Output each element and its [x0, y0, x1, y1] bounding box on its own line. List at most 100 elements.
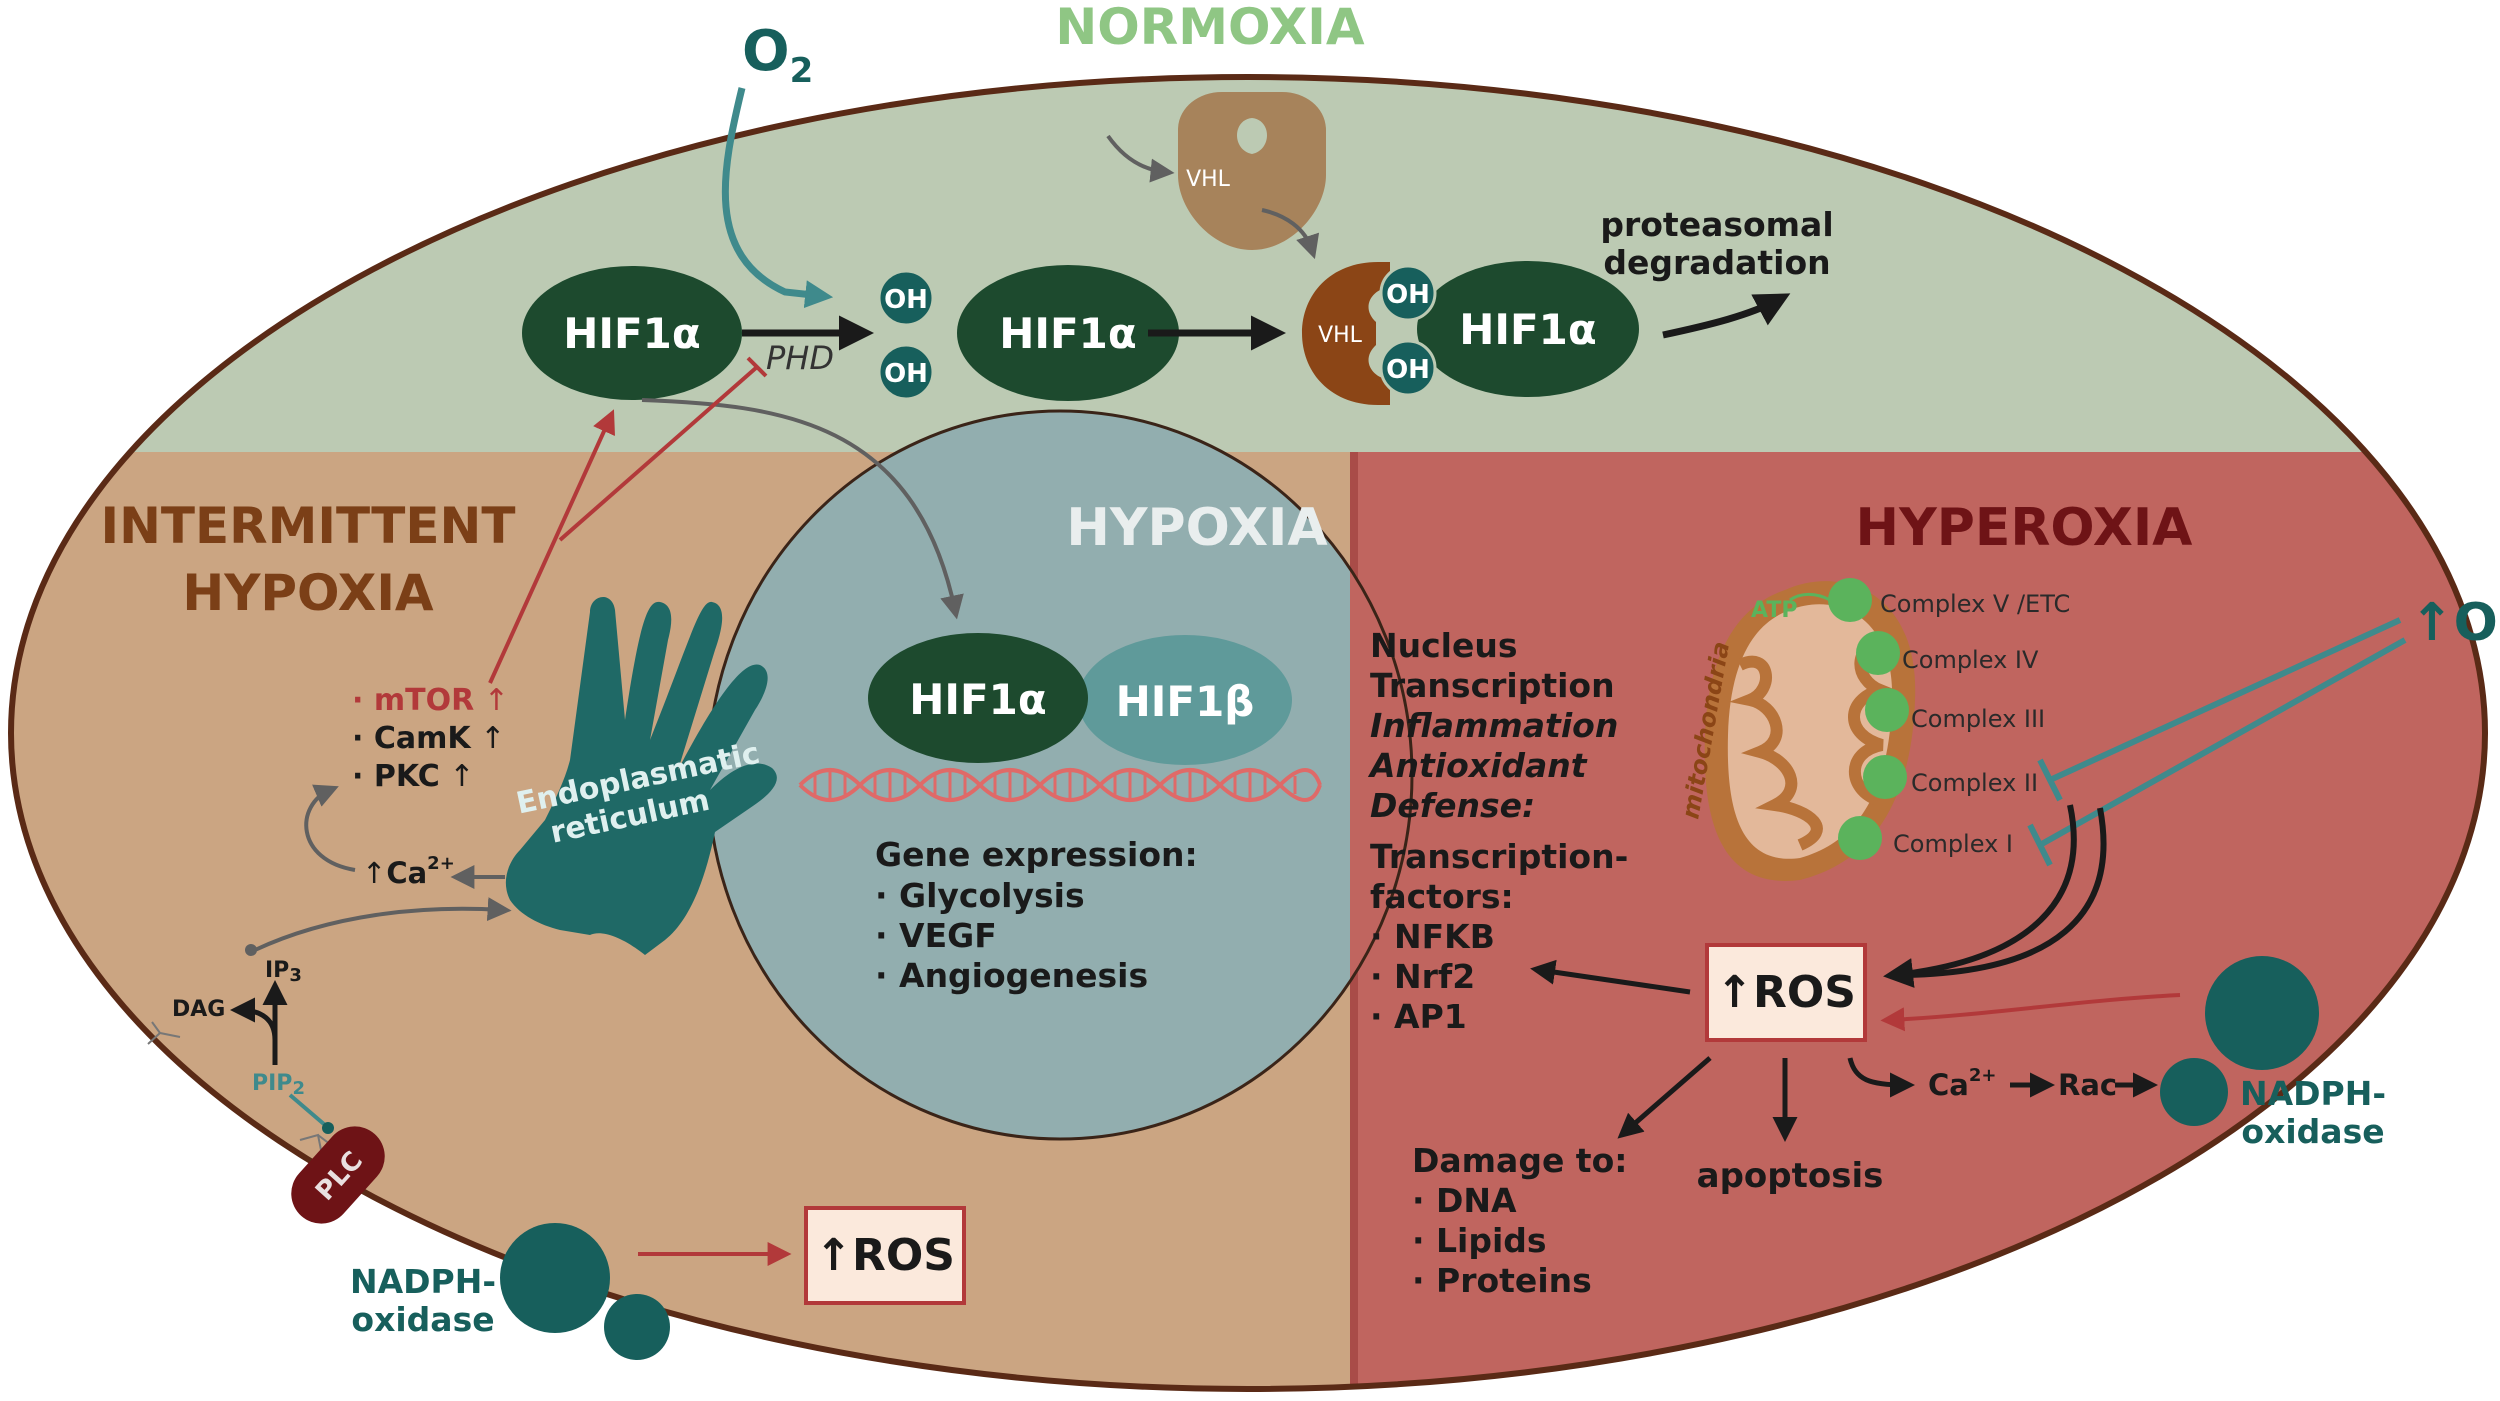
ros-to-ca-arrow: [1847, 1057, 1915, 1098]
svg-text:· Nrf2: · Nrf2: [1370, 957, 1475, 996]
svg-text:Antioxidant: Antioxidant: [1367, 746, 1588, 785]
o2-label-top: O2: [742, 19, 813, 91]
vhl-bound: [1302, 262, 1390, 405]
complex-label: Complex III: [1911, 705, 2045, 733]
svg-text:VHL: VHL: [1318, 323, 1363, 348]
mtor-label: · mTOR ↑: [352, 683, 509, 718]
hif1a-oval-nucleus: [868, 633, 1088, 763]
dag-label: DAG: [172, 997, 225, 1022]
dna-helix: [798, 768, 1322, 802]
cell-membrane: [8, 74, 2488, 1392]
o2-arrow: [721, 87, 834, 309]
svg-text:Transcription: Transcription: [1370, 666, 1615, 705]
svg-text:OH: OH: [1386, 280, 1430, 310]
ros-box-intermittent: [804, 1206, 966, 1305]
svg-text:· NFKB: · NFKB: [1370, 917, 1495, 956]
pip2-label: PIP2: [252, 1071, 305, 1099]
vhl-arrow-out: [1261, 208, 1320, 260]
damage-title: Damage to:: [1412, 1141, 1627, 1180]
endoplasmic-reticulum: [505, 597, 777, 955]
complex-circle: [1828, 578, 1872, 622]
o2-label-right: ↑O2: [2410, 593, 2500, 660]
hif1a-oval-2: [957, 265, 1179, 401]
svg-text:Nucleus: Nucleus: [1370, 626, 1518, 665]
rac-label: Rac: [2058, 1068, 2117, 1102]
svg-text:HIF1α: HIF1α: [999, 309, 1137, 358]
nadph-label-left-2: oxidase: [351, 1300, 494, 1339]
nadph-oxidase-left-large: [500, 1223, 610, 1333]
hif1a-oval-3: [1417, 261, 1639, 397]
oh-circle-1: [877, 269, 935, 327]
svg-text:HIF1α: HIF1α: [1459, 305, 1597, 354]
hif1a-oval-1: [522, 266, 742, 400]
damage-item: · Proteins: [1412, 1261, 1592, 1300]
damage-item: · DNA: [1412, 1181, 1517, 1220]
nucleus-text: Nucleus Transcription Inflammation Antio…: [1367, 626, 1628, 1036]
pkc-label: · PKC ↑: [352, 759, 474, 794]
intermittent-title-1: INTERMITTENT: [100, 497, 515, 555]
proteasomal-text-2: degradation: [1603, 243, 1830, 282]
camk-label: · CamK ↑: [352, 721, 505, 756]
degradation-arrow: [1662, 293, 1791, 339]
complex-circle: [1856, 631, 1900, 675]
complex-label: Complex IV: [1902, 646, 2039, 674]
hif-to-nucleus-arrow: [641, 398, 964, 620]
hyperoxia-title: HYPEROXIA: [1856, 498, 2193, 558]
svg-text:↑ROS: ↑ROS: [815, 1230, 955, 1281]
nadph-label-right-2: oxidase: [2241, 1112, 2384, 1151]
nadph-oxidase-right-small: [2160, 1058, 2228, 1126]
svg-text:Transcription-: Transcription-: [1370, 837, 1628, 876]
plc-capsule: [291, 1126, 385, 1224]
phd-label: PHD: [766, 339, 834, 377]
svg-text:HIF1β: HIF1β: [1116, 677, 1255, 726]
vhl-arrow-in: [1106, 134, 1175, 183]
gene-expression-title: Gene expression:: [875, 835, 1198, 874]
complex-label: Complex I: [1893, 830, 2013, 858]
gene-item: · Glycolysis: [875, 876, 1085, 915]
nadph-to-ros-arrow: [1880, 993, 2181, 1032]
normoxia-title: NORMOXIA: [1055, 0, 1364, 56]
svg-text:HIF1α: HIF1α: [563, 309, 701, 358]
ros-box-hyperoxia: [1705, 943, 1867, 1042]
svg-text:HIF1α: HIF1α: [909, 675, 1047, 724]
ip3-to-er-arrow: [254, 897, 512, 952]
hypoxia-title: HYPOXIA: [1066, 498, 1327, 558]
proteasomal-text-1: proteasomal: [1600, 205, 1833, 244]
gene-item: · Angiogenesis: [875, 956, 1148, 995]
nadph-label-left-1: NADPH-: [350, 1262, 496, 1301]
complex-label: Complex II: [1911, 769, 2038, 797]
svg-text:Defense:: Defense:: [1370, 786, 1535, 825]
apoptosis-label: apoptosis: [1697, 1156, 1884, 1196]
atp-label: ATP: [1751, 598, 1797, 623]
nadph-label-right-1: NADPH-: [2240, 1074, 2386, 1113]
gene-item: · VEGF: [875, 916, 997, 955]
ca-label-intermittent: ↑Ca2+: [362, 853, 455, 890]
intermittent-title-2: HYPOXIA: [182, 564, 434, 622]
complex-circle: [1865, 688, 1909, 732]
oh-circle-2: [877, 343, 935, 401]
svg-text:↑ROS: ↑ROS: [1716, 967, 1856, 1018]
svg-text:VHL: VHL: [1186, 167, 1231, 192]
svg-text:Inflammation: Inflammation: [1370, 706, 1618, 745]
svg-text:· AP1: · AP1: [1370, 997, 1467, 1036]
ip3-label: IP3: [265, 958, 302, 986]
hif1b-oval: [1078, 635, 1292, 765]
svg-text:OH: OH: [1386, 355, 1430, 385]
oh-circle-3: [1379, 264, 1437, 322]
svg-text:OH: OH: [884, 359, 928, 389]
mtor-inhibit: [558, 365, 759, 542]
ca-label-hyperoxia: Ca2+: [1928, 1065, 1996, 1102]
complex-label: Complex V /ETC: [1880, 590, 2070, 618]
svg-text:OH: OH: [884, 285, 928, 315]
mtor-arrow: [488, 409, 615, 684]
damage-item: · Lipids: [1412, 1221, 1547, 1260]
vhl-free: [1178, 92, 1252, 250]
ros-to-nucleus-arrow: [1530, 959, 1691, 995]
complex-circle: [1863, 755, 1907, 799]
svg-text:factors:: factors:: [1370, 877, 1514, 916]
nadph-oxidase-left-small: [604, 1294, 670, 1360]
ros-to-damage-arrow: [1617, 1056, 1712, 1139]
complex-circle: [1838, 816, 1882, 860]
nadph-oxidase-right-large: [2205, 956, 2319, 1070]
